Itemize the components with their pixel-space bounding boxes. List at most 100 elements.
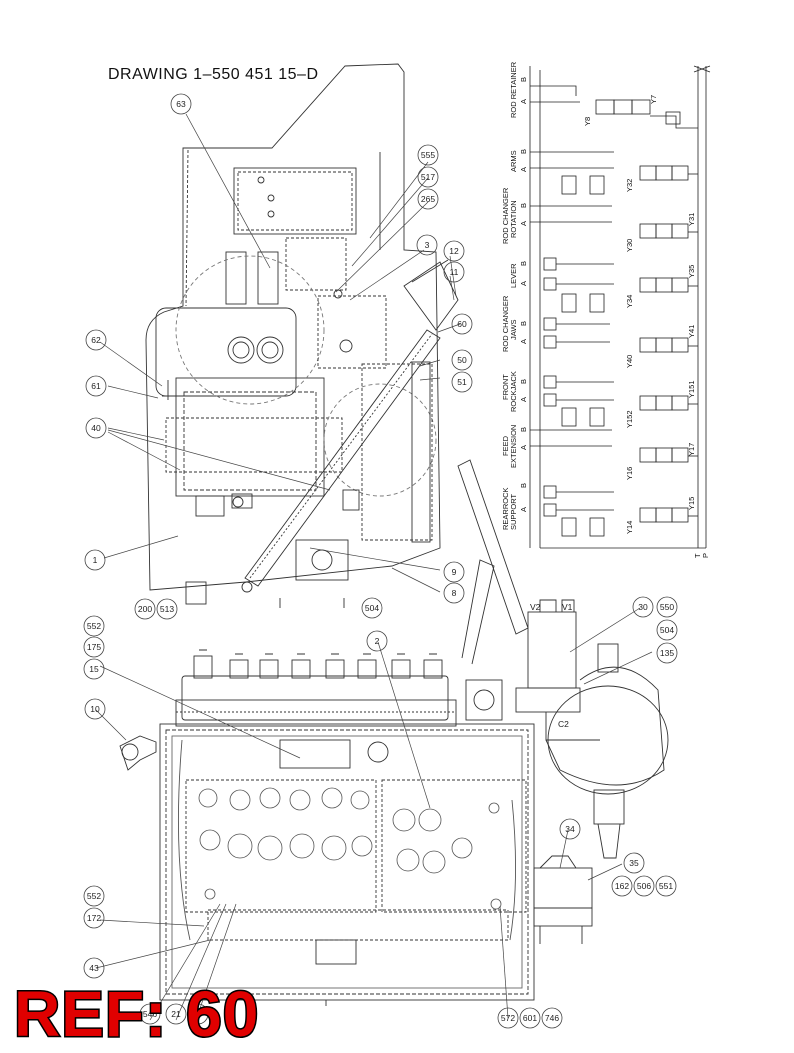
svg-text:9: 9 [452, 567, 457, 577]
callout-balloons: 63 555 517 265 3 12 11 62 61 60 50 51 40… [83, 93, 678, 1029]
svg-text:FRONT: FRONT [501, 374, 510, 400]
svg-text:A: A [519, 397, 528, 402]
svg-text:EXTENSION: EXTENSION [509, 425, 518, 468]
section-front-rockjack: FRONT ROCKJACK B A Y151 Y152 [501, 371, 696, 428]
callout-506: 506 [633, 875, 655, 897]
callout-265: 265 [417, 188, 439, 210]
svg-text:B: B [519, 483, 528, 488]
svg-text:555: 555 [421, 150, 435, 160]
svg-text:21: 21 [171, 1009, 181, 1019]
svg-text:2: 2 [375, 636, 380, 646]
section-arms: ARMS B A Y32 [509, 149, 634, 192]
svg-text:ROD CHANGER: ROD CHANGER [501, 187, 510, 244]
svg-text:10: 10 [90, 704, 100, 714]
callout-60: 60 [451, 313, 473, 335]
svg-text:LEVER: LEVER [509, 263, 518, 288]
svg-text:Y15: Y15 [687, 497, 696, 510]
svg-text:35: 35 [629, 858, 639, 868]
svg-text:ROD RETAINER: ROD RETAINER [509, 61, 518, 118]
callout-21: 21 [165, 1003, 187, 1025]
callout-61: 61 [85, 375, 107, 397]
svg-text:517: 517 [421, 172, 435, 182]
svg-text:Y31: Y31 [687, 213, 696, 226]
leader-lines [95, 113, 653, 1021]
port-v2: V2 [530, 602, 541, 612]
callout-546: 546 [139, 1003, 161, 1025]
svg-text:Y152: Y152 [625, 410, 634, 428]
svg-text:FEED: FEED [501, 435, 510, 456]
svg-text:552: 552 [87, 621, 101, 631]
lower-tank-assembly [119, 459, 669, 1006]
svg-text:JAWS: JAWS [509, 319, 518, 340]
callout-504-upper: 504 [361, 597, 383, 619]
svg-text:ROD CHANGER: ROD CHANGER [501, 295, 510, 352]
svg-text:746: 746 [545, 1013, 559, 1023]
svg-text:51: 51 [457, 377, 467, 387]
svg-text:546: 546 [143, 1009, 157, 1019]
port-c2: C2 [558, 719, 569, 729]
svg-text:135: 135 [660, 648, 674, 658]
svg-text:Y7: Y7 [649, 95, 658, 104]
callout-517: 517 [417, 166, 439, 188]
section-rearrock-support: REARROCK SUPPORT B A Y15 Y14 [501, 483, 696, 534]
callout-572: 572 [497, 1007, 519, 1029]
svg-text:A: A [519, 99, 528, 104]
callout-50: 50 [451, 349, 473, 371]
callout-30: 30 [632, 596, 654, 618]
section-rod-retainer: ROD RETAINER B A Y8 Y7 [509, 61, 658, 126]
svg-text:8: 8 [452, 588, 457, 598]
svg-text:504: 504 [660, 625, 674, 635]
callout-135: 135 [656, 642, 678, 664]
svg-text:34: 34 [565, 824, 575, 834]
hydraulic-schematic [529, 65, 711, 549]
drawing-title: DRAWING 1–550 451 15–D [108, 66, 319, 83]
svg-text:552: 552 [87, 891, 101, 901]
svg-text:30: 30 [638, 602, 648, 612]
svg-text:506: 506 [637, 881, 651, 891]
callout-51: 51 [451, 371, 473, 393]
port-labels: V2 V1 C2 [530, 602, 573, 729]
svg-text:63: 63 [176, 99, 186, 109]
svg-text:504: 504 [365, 603, 379, 613]
svg-text:B: B [519, 149, 528, 154]
svg-text:A: A [519, 281, 528, 286]
callout-35: 35 [623, 852, 645, 874]
svg-text:Y151: Y151 [687, 380, 696, 398]
port-v1: V1 [562, 602, 573, 612]
svg-text:43: 43 [89, 963, 99, 973]
callout-34: 34 [559, 818, 581, 840]
svg-text:A: A [519, 167, 528, 172]
callout-172: 172 [83, 907, 105, 929]
svg-text:B: B [519, 379, 528, 384]
svg-text:11: 11 [450, 267, 459, 277]
callout-62: 62 [85, 329, 107, 351]
callout-40: 40 [85, 417, 107, 439]
svg-text:601: 601 [523, 1013, 537, 1023]
callout-10: 10 [84, 698, 106, 720]
schematic-labels: ROD RETAINER B A Y8 Y7 ARMS B A Y32 ROD … [501, 61, 710, 558]
callout-555: 555 [417, 144, 439, 166]
svg-text:A: A [519, 507, 528, 512]
svg-text:A: A [519, 339, 528, 344]
callout-552-lower: 552 [83, 885, 105, 907]
svg-text:Y41: Y41 [687, 325, 696, 338]
svg-text:B: B [519, 427, 528, 432]
callout-1: 1 [84, 549, 106, 571]
svg-text:60: 60 [457, 319, 467, 329]
svg-text:162: 162 [615, 881, 629, 891]
callout-550: 550 [656, 596, 678, 618]
callout-200: 200 [134, 598, 156, 620]
callout-43: 43 [83, 957, 105, 979]
svg-text:SUPPORT: SUPPORT [509, 493, 518, 530]
callout-513: 513 [156, 598, 178, 620]
callout-746: 746 [541, 1007, 563, 1029]
svg-text:Y8: Y8 [583, 117, 592, 126]
svg-text:62: 62 [91, 335, 101, 345]
section-rod-changer-rotation: ROD CHANGER ROTATION B A Y31 Y30 [501, 187, 696, 252]
svg-text:Y14: Y14 [625, 521, 634, 534]
svg-text:Y30: Y30 [625, 239, 634, 252]
svg-text:B: B [519, 261, 528, 266]
svg-text:Y16: Y16 [625, 467, 634, 480]
callout-601: 601 [519, 1007, 541, 1029]
